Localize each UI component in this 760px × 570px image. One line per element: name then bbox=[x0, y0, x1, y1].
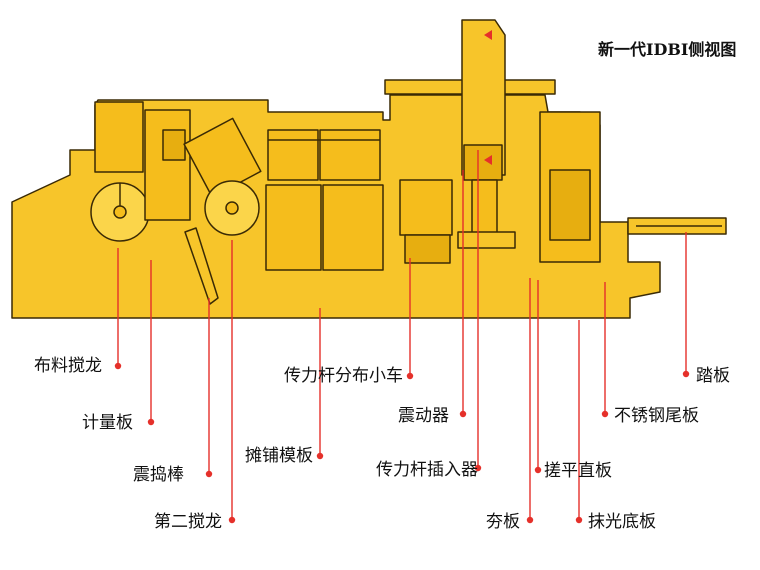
dowel-inserter-foot bbox=[457, 231, 516, 249]
auger-housing-left bbox=[94, 101, 144, 173]
diagram-title: 新一代IDBI侧视图 bbox=[598, 40, 737, 59]
vibrating-tamper-rod bbox=[184, 227, 219, 305]
dowel-cart-body bbox=[399, 179, 453, 236]
leader-dot-finishing-bottom-plate bbox=[575, 516, 583, 524]
vibrator-arrow-0 bbox=[484, 30, 492, 40]
paving-formwork-panel-2 bbox=[319, 129, 381, 181]
paving-formwork-panel-3 bbox=[265, 184, 322, 271]
leader-dot-pedal bbox=[682, 370, 690, 378]
idbi-machine-side-view bbox=[11, 19, 727, 319]
label-leveling-plate: 搓平直板 bbox=[544, 461, 612, 481]
label-vibrator: 震动器 bbox=[398, 406, 449, 426]
leader-dot-second-auger bbox=[228, 516, 236, 524]
leader-dot-dowel-distribution-cart bbox=[406, 372, 414, 380]
label-cloth-auger: 布料搅龙 bbox=[34, 356, 102, 376]
dowel-inserter-column bbox=[471, 179, 498, 241]
metering-plate-block bbox=[144, 109, 191, 221]
leader-dot-leveling-plate bbox=[534, 466, 542, 474]
label-vibrating-tamper: 震捣棒 bbox=[133, 465, 184, 485]
leader-dot-stainless-tail-plate bbox=[601, 410, 609, 418]
paving-formwork-panel-4 bbox=[322, 184, 384, 271]
vibrator-arrow-1 bbox=[484, 155, 492, 165]
label-paving-formwork: 摊铺模板 bbox=[245, 446, 313, 466]
second-auger-hub bbox=[225, 201, 239, 215]
leader-dot-vibrator bbox=[459, 410, 467, 418]
leader-lines bbox=[114, 30, 690, 524]
leader-dot-cloth-auger bbox=[114, 362, 122, 370]
metering-plate-slot bbox=[162, 129, 186, 161]
label-second-auger: 第二搅龙 bbox=[154, 512, 222, 532]
label-clamp-plate: 夯板 bbox=[486, 512, 520, 532]
cloth-auger-hub bbox=[113, 205, 127, 219]
leader-dot-clamp-plate bbox=[526, 516, 534, 524]
label-stainless-tail-plate: 不锈钢尾板 bbox=[614, 406, 699, 426]
leveling-plate-box bbox=[549, 169, 591, 241]
vibrator-head bbox=[463, 144, 503, 181]
label-pedal: 踏板 bbox=[696, 366, 730, 386]
vibrator-tower bbox=[461, 19, 506, 176]
leader-dot-metering-plate bbox=[147, 418, 155, 426]
dowel-cart-base bbox=[404, 234, 451, 264]
paving-formwork-panel-1 bbox=[267, 129, 319, 181]
label-finishing-bottom-plate: 抹光底板 bbox=[588, 512, 656, 532]
label-metering-plate: 计量板 bbox=[82, 413, 133, 433]
label-dowel-distribution-cart: 传力杆分布小车 bbox=[284, 366, 403, 386]
label-dowel-inserter: 传力杆插入器 bbox=[376, 460, 478, 480]
leader-dot-vibrating-tamper bbox=[205, 470, 213, 478]
leader-dot-dowel-inserter bbox=[474, 464, 482, 472]
leader-dot-paving-formwork bbox=[316, 452, 324, 460]
